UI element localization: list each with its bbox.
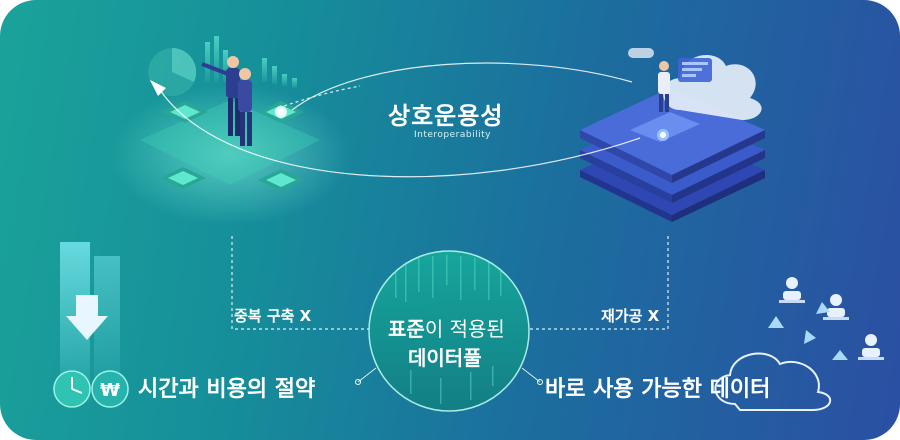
interoperability-subtitle: Interoperability [414, 130, 491, 140]
down-arrow-icon [60, 242, 120, 402]
interoperability-orbit [159, 62, 641, 178]
user-icon [779, 277, 805, 303]
ready-data-benefit-label: 바로 사용 가능한 데이터 [545, 377, 771, 402]
user-icon [858, 334, 884, 360]
user-icon [823, 294, 849, 320]
svg-text:₩: ₩ [100, 380, 120, 401]
leader-line [357, 367, 541, 383]
no-duplicate-label: 중복 구축 X [234, 307, 312, 325]
arrowhead-icon [150, 80, 166, 96]
center-title-thin: 이 적용된 [424, 317, 505, 341]
analytics-platform-illustration [110, 36, 350, 225]
chip-icon [160, 167, 206, 189]
no-reprocess-label: 재가공 X [601, 307, 660, 325]
cloud-icon [714, 352, 831, 411]
business-people-illustration [201, 56, 252, 146]
standard-datapool-circle [368, 250, 530, 412]
clock-icon [53, 370, 91, 408]
arrow-icon [768, 302, 848, 360]
dashed-connector [231, 236, 669, 330]
interoperability-title: 상호운용성 [388, 102, 504, 130]
center-title-line2: 데이터풀 [408, 346, 482, 370]
center-title-bold: 표준 [388, 317, 425, 341]
center-title-line1: 표준이 적용된 [388, 313, 505, 342]
chip-icon [258, 169, 304, 191]
savings-benefit-label: 시간과 비용의 절약 [138, 377, 316, 402]
server-stack-illustration [580, 48, 765, 222]
operator-person-illustration [658, 61, 670, 112]
won-coin-icon: ₩ [91, 370, 129, 408]
user-network-illustration [714, 277, 884, 411]
